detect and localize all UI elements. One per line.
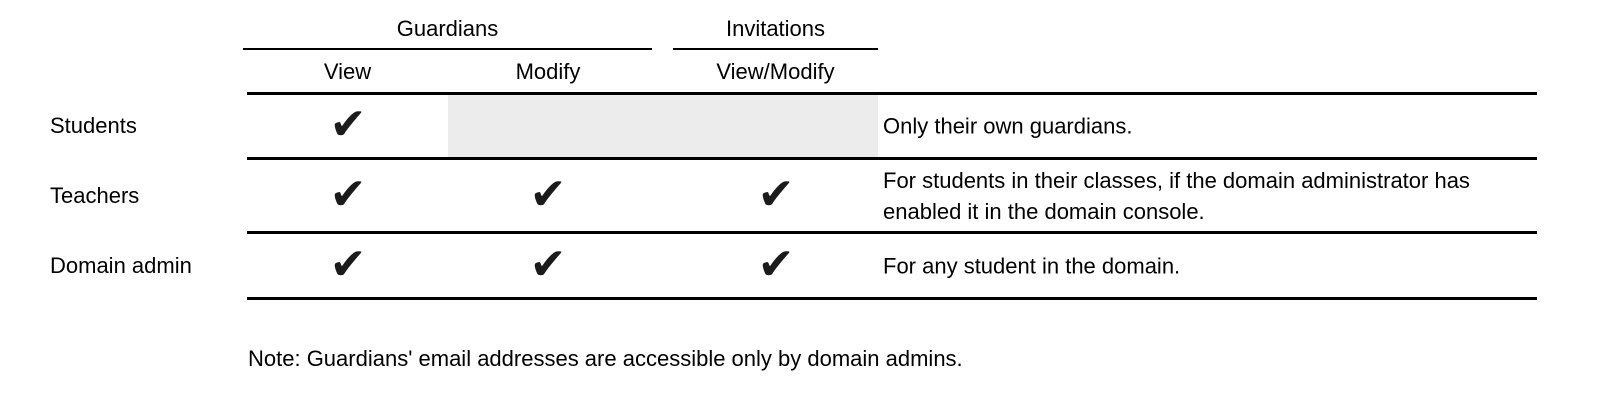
invitations-group-underline (673, 48, 878, 50)
table-row-students: Students ✔ Only their own guardians. (0, 95, 1600, 157)
column-header-view: View (323, 59, 372, 84)
row-label-teachers: Teachers (50, 182, 140, 208)
table-rule-3 (247, 231, 1537, 234)
row-label-domain-admin: Domain admin (50, 252, 192, 278)
check-icon: ✔ (529, 238, 567, 290)
table-rule-bottom (247, 297, 1537, 300)
check-icon: ✔ (329, 99, 367, 151)
table-row-teachers: Teachers ✔ ✔ ✔ For students in their cla… (0, 160, 1600, 231)
disabled-cells-shade (448, 95, 878, 157)
guardians-group-header: Guardians (396, 16, 499, 41)
column-header-view-modify: View/Modify (716, 59, 835, 84)
row-note-teachers: For students in their classes, if the do… (883, 167, 1470, 224)
row-label-students: Students (50, 113, 137, 138)
check-icon: ✔ (757, 238, 795, 290)
check-icon: ✔ (529, 168, 567, 220)
row-note-domain-admin: For any student in the domain. (883, 253, 1181, 278)
column-header-modify: Modify (515, 59, 581, 84)
row-note-students: Only their own guardians. (883, 113, 1133, 139)
check-icon: ✔ (329, 168, 367, 220)
check-icon: ✔ (757, 168, 795, 220)
table-rule-2 (247, 157, 1537, 160)
guardians-group-underline (243, 48, 652, 50)
footnote: Note: Guardians' email addresses are acc… (248, 346, 963, 371)
invitations-group-header: Invitations (725, 16, 826, 41)
table-row-domain-admin: Domain admin ✔ ✔ ✔ For any student in th… (0, 234, 1600, 297)
check-icon: ✔ (329, 238, 367, 290)
table-rule-top (247, 92, 1537, 95)
